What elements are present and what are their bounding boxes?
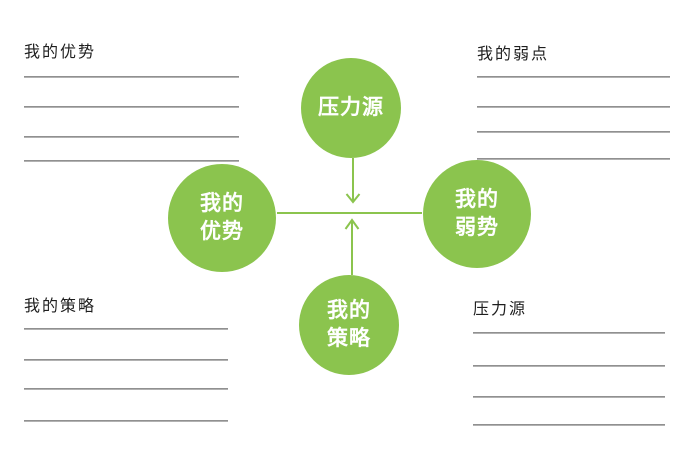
- circle-my-strategy: 我的 策略: [299, 275, 399, 375]
- circle-my-strengths-label-line2: 优势: [200, 220, 244, 243]
- writing-line: [24, 160, 239, 162]
- writing-line: [473, 332, 665, 334]
- writing-line: [24, 328, 228, 330]
- circle-my-strategy-label-line2: 策略: [327, 327, 371, 350]
- writing-line: [24, 388, 228, 390]
- circle-stressor: 压力源: [301, 58, 401, 158]
- circle-my-strengths: 我的 优势: [168, 164, 276, 272]
- writing-line: [24, 359, 228, 361]
- writing-line: [477, 158, 670, 160]
- writing-line: [473, 424, 665, 426]
- circle-my-strategy-label-line1: 我的: [327, 299, 371, 322]
- writing-line: [24, 106, 239, 108]
- writing-line: [477, 106, 670, 108]
- writing-line: [24, 420, 228, 422]
- section-label-my-strategy: 我的策略: [24, 298, 97, 315]
- writing-line: [473, 396, 665, 398]
- arrow-up-icon: [344, 218, 360, 230]
- writing-line: [24, 136, 239, 138]
- writing-line: [477, 131, 670, 133]
- circle-my-weaknesses-label-line2: 弱势: [455, 216, 499, 239]
- writing-line: [473, 365, 665, 367]
- section-label-stressor: 压力源: [473, 301, 528, 318]
- section-label-my-weak-points: 我的弱点: [477, 46, 550, 63]
- circle-my-weaknesses: 我的 弱势: [423, 160, 531, 268]
- circle-my-weaknesses-label-line1: 我的: [455, 188, 499, 211]
- section-label-my-strengths: 我的优势: [24, 44, 97, 61]
- writing-line: [24, 76, 239, 78]
- arrow-down-icon: [345, 193, 361, 204]
- circle-stressor-label: 压力源: [318, 96, 384, 119]
- writing-line: [477, 76, 670, 78]
- circle-my-strengths-label-line1: 我的: [200, 192, 244, 215]
